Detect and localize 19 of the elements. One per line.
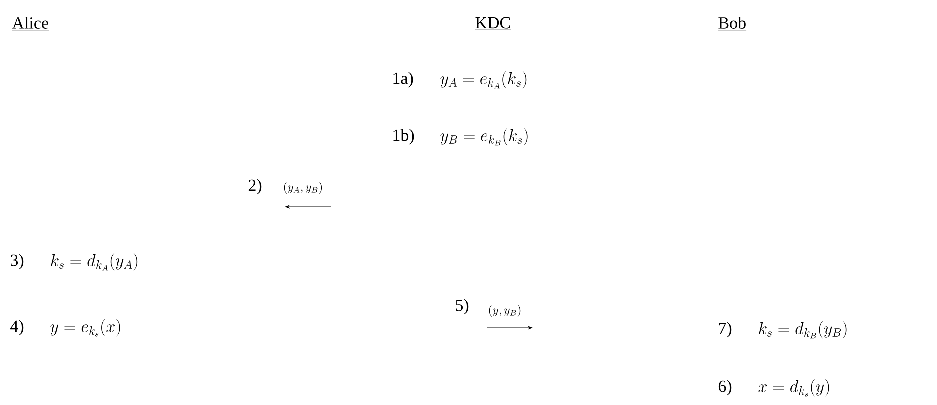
column-heading: KDC xyxy=(475,17,512,30)
step-number: 7) xyxy=(719,322,732,338)
column-heading: Bob xyxy=(718,17,747,31)
step-number: 6) xyxy=(718,380,732,396)
equation: $y_B = e_{k_B}(k_s)$ xyxy=(440,128,528,146)
step-number: 4) xyxy=(10,320,24,336)
message-label: $(y,y_B)$ xyxy=(489,305,521,317)
step-number: 5) xyxy=(456,299,469,315)
equation: $k_s = d_{k_A}(y_A)$ xyxy=(51,253,138,271)
message-label: $(y_A,y_B)$ xyxy=(284,182,322,194)
step-number: 3) xyxy=(11,254,24,270)
step-number: 2) xyxy=(248,179,262,195)
equation: $k_s = d_{k_B}(y_B)$ xyxy=(759,321,847,339)
equation: $y_A = e_{k_A}(k_s)$ xyxy=(440,71,527,89)
step-number: 1b) xyxy=(394,129,414,145)
equation: $y = e_{k_s}(x)$ xyxy=(50,319,120,337)
equation: $x = d_{k_s}(y)$ xyxy=(758,379,830,397)
step-number: 1a) xyxy=(394,72,414,88)
column-heading: Alice xyxy=(12,17,50,31)
